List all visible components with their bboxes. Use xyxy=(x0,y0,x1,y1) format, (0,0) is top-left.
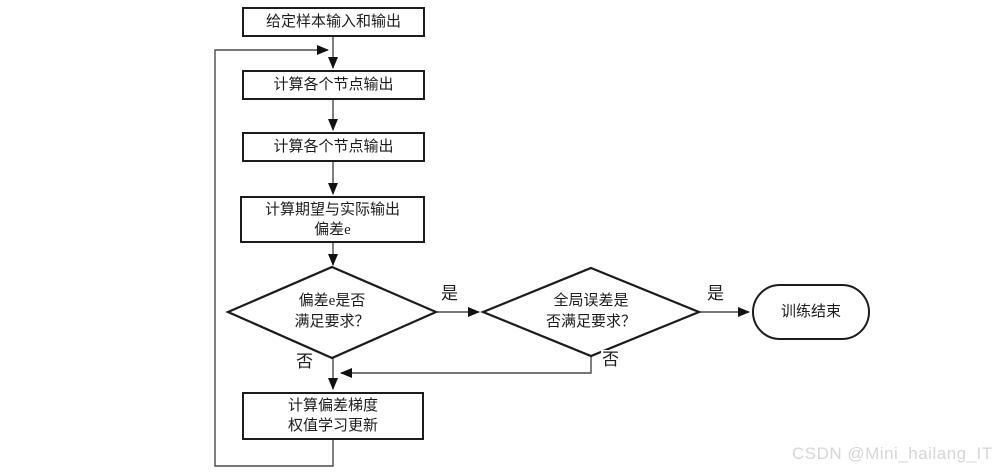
decision-e-diamond-shape xyxy=(225,265,439,360)
edge-label-no-1: 否 xyxy=(295,352,314,372)
node-train-end: 训练结束 xyxy=(752,284,870,340)
node-update-weights: 计算偏差梯度 权值学习更新 xyxy=(242,392,424,440)
node-calc-nodes-1: 计算各个节点输出 xyxy=(242,70,425,100)
edge-label-yes-2: 是 xyxy=(706,284,725,304)
node-decision-e-label: 偏差e是否 满足要求？ xyxy=(294,293,370,330)
watermark-text: CSDN @Mini_hailang_IT xyxy=(792,444,993,463)
decision-global-diamond-shape xyxy=(480,266,702,358)
edge-no2-to-join xyxy=(340,356,592,378)
node-start: 给定样本输入和输出 xyxy=(242,7,425,37)
node-decision-global-label: 全局误差是 否满足要求？ xyxy=(545,293,636,330)
edge-label-yes-1: 是 xyxy=(440,284,459,304)
edge-feedback-loop xyxy=(214,45,334,467)
node-calc-error: 计算期望与实际输出 偏差e xyxy=(240,196,425,243)
node-calc-nodes-2: 计算各个节点输出 xyxy=(242,132,425,162)
edge-label-no-2: 否 xyxy=(601,350,620,370)
